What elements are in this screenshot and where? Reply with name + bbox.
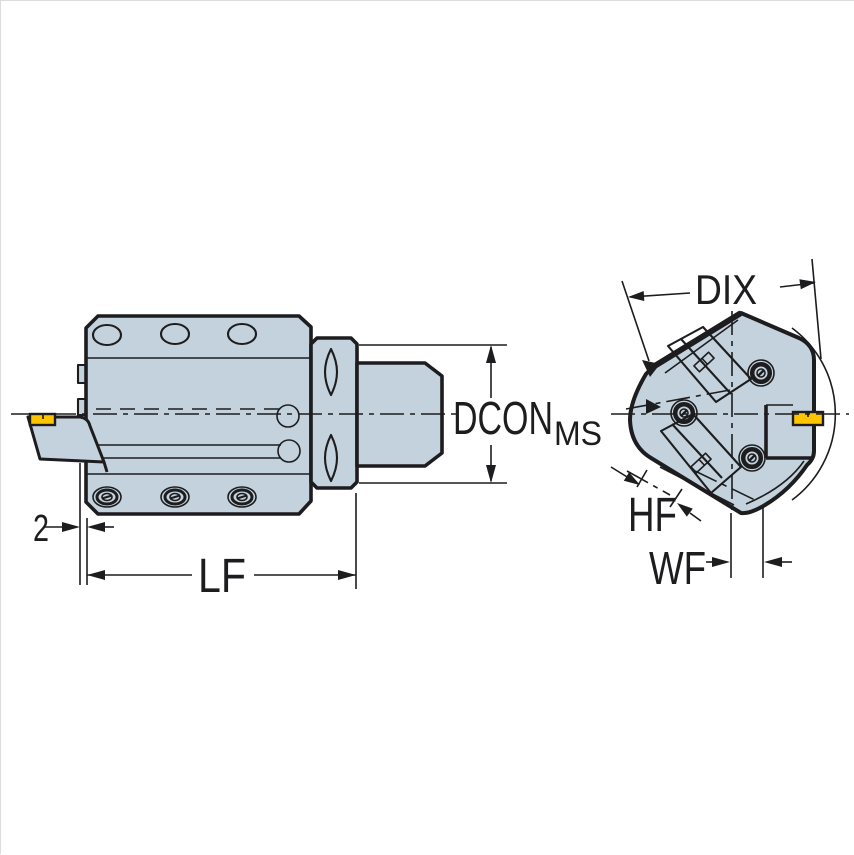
arrowhead-icon bbox=[623, 472, 640, 485]
chip-pocket-line bbox=[671, 423, 723, 479]
arrowhead-right-icon bbox=[338, 570, 356, 580]
index-triangle-icon bbox=[642, 360, 660, 377]
arrowhead-right-icon bbox=[712, 557, 730, 567]
coupling-flange bbox=[309, 336, 359, 490]
cutting-head bbox=[26, 415, 106, 464]
bore-hole bbox=[276, 404, 300, 428]
side-dimensions: DCON MS 2 LF bbox=[33, 344, 602, 603]
clamp-screw bbox=[739, 445, 765, 471]
station-axis-line bbox=[694, 470, 756, 501]
dim-label-lf: LF bbox=[198, 550, 246, 603]
pocket-slot bbox=[690, 452, 712, 474]
end-body-outline bbox=[628, 311, 816, 516]
top-hole bbox=[91, 323, 123, 347]
head-step-edge bbox=[102, 461, 109, 473]
arrowhead-up-icon bbox=[486, 345, 496, 363]
chamfer-line bbox=[745, 460, 805, 505]
extension-line bbox=[811, 258, 822, 360]
pocket-slot bbox=[693, 351, 715, 373]
chamfer-line bbox=[664, 319, 739, 374]
dim-label-wf: WF bbox=[649, 542, 706, 594]
arrowhead-down-icon bbox=[486, 465, 496, 483]
chamfer-line bbox=[659, 466, 735, 506]
clamp-screw bbox=[748, 360, 774, 386]
station-axis-line bbox=[625, 389, 731, 410]
end-view: DIX HF WF bbox=[610, 258, 849, 594]
dimension-line bbox=[689, 512, 702, 522]
cutting-edge-land bbox=[651, 310, 743, 370]
end-dimensions: DIX HF WF bbox=[610, 258, 822, 594]
tool-body-outline bbox=[84, 314, 313, 516]
side-body-group bbox=[76, 314, 444, 516]
index-triangle-icon bbox=[646, 399, 661, 414]
arrowhead-icon bbox=[677, 503, 693, 517]
cutting-head-group bbox=[26, 415, 109, 473]
side-view: DCON MS 2 LF bbox=[11, 314, 602, 603]
chip-pocket bbox=[666, 325, 753, 404]
arrowhead-right-icon bbox=[799, 279, 816, 290]
arrowhead-left-icon bbox=[87, 522, 105, 532]
dimension-line bbox=[610, 466, 629, 479]
clamp-screw bbox=[159, 485, 191, 509]
groove-end bbox=[277, 439, 301, 463]
top-hole bbox=[226, 322, 258, 346]
dim-label-dix: DIX bbox=[695, 266, 757, 313]
end-body-group bbox=[628, 310, 816, 516]
clamp-screw bbox=[226, 485, 258, 509]
dim-label-dcon: DCON bbox=[453, 392, 553, 444]
arrowhead-left-icon bbox=[764, 557, 782, 567]
clamp-screw bbox=[91, 485, 123, 509]
top-hole bbox=[159, 322, 191, 346]
clamp-screw bbox=[671, 400, 697, 426]
extension-tick bbox=[669, 488, 683, 508]
dim-label-hf: HF bbox=[628, 489, 677, 542]
arrowhead-left-icon bbox=[628, 291, 645, 301]
arrowhead-right-icon bbox=[62, 522, 80, 532]
arrowhead-left-icon bbox=[87, 570, 105, 580]
dim-label-dcon-subscript: MS bbox=[554, 415, 602, 453]
dim-label-offset: 2 bbox=[33, 508, 49, 550]
extension-line bbox=[621, 280, 650, 362]
hf-reference-line bbox=[626, 470, 671, 496]
